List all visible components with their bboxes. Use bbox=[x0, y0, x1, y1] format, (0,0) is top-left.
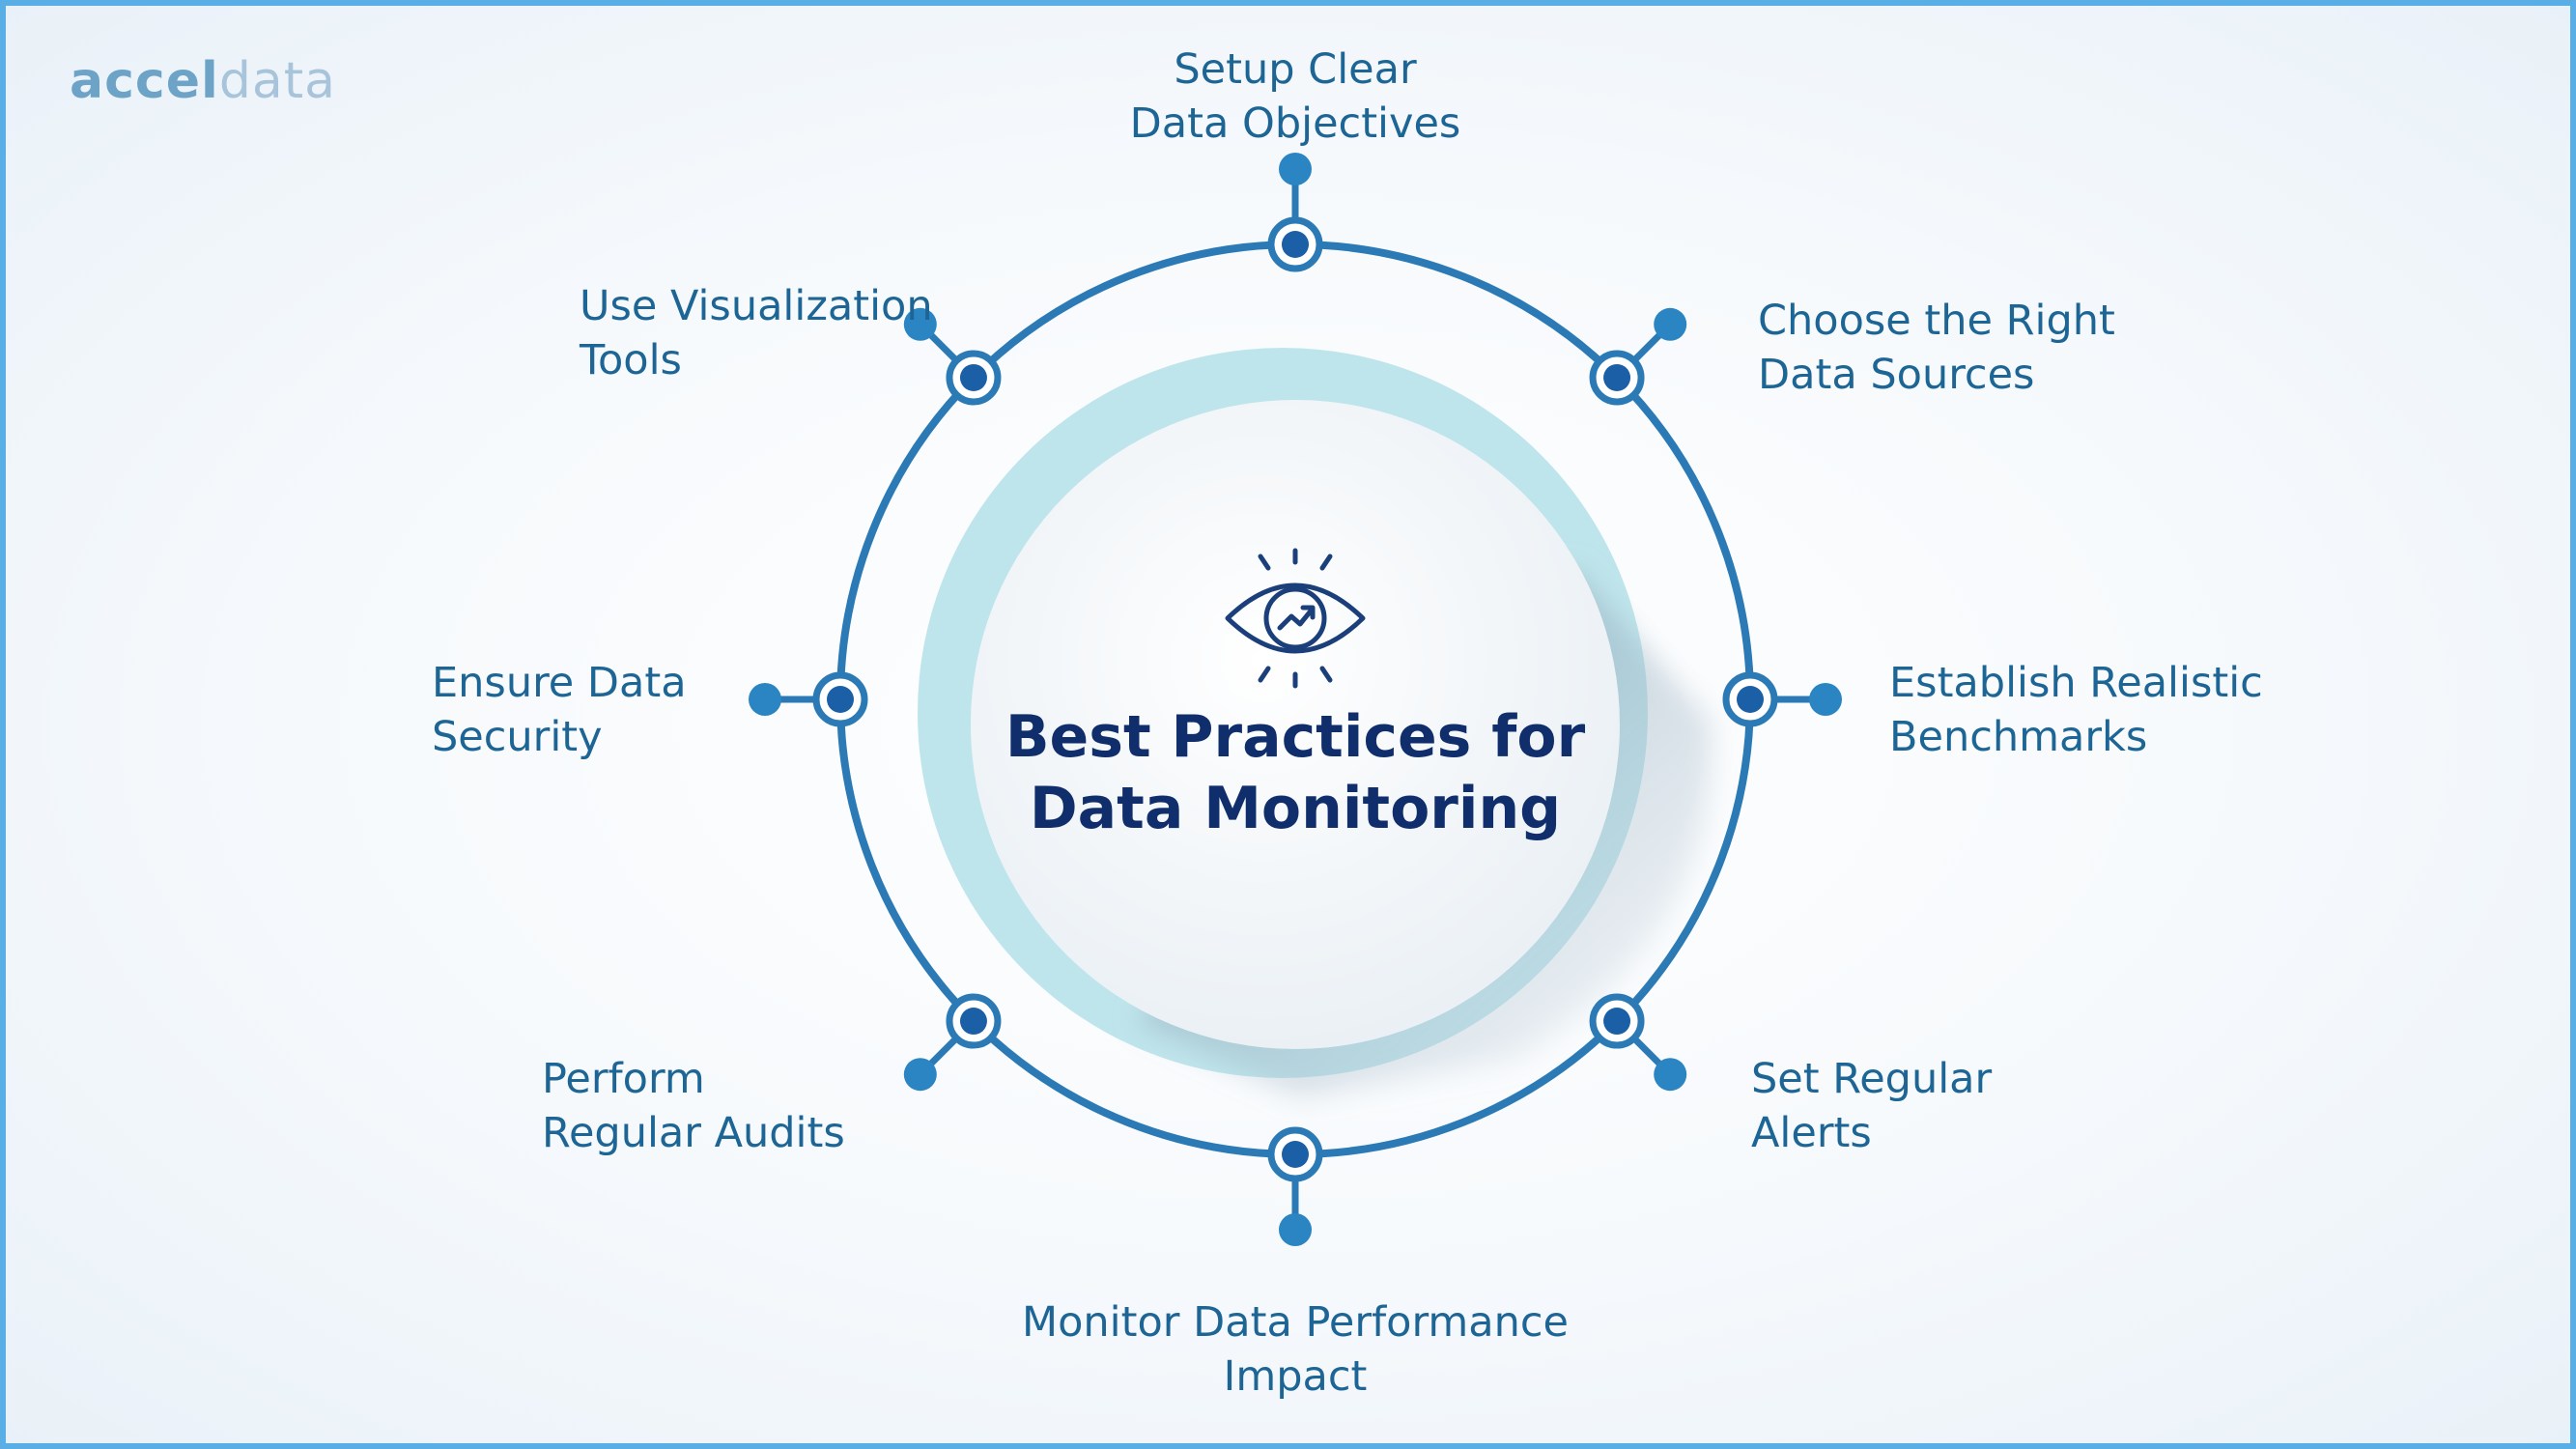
ring-node bbox=[903, 307, 1002, 406]
label-line: Set Regular bbox=[1751, 1055, 1993, 1103]
label-line: Establish Realistic bbox=[1889, 659, 2263, 707]
brand-logo-part2: data bbox=[218, 52, 336, 110]
ring-node bbox=[903, 993, 1002, 1092]
label-line: Data Sources bbox=[1758, 351, 2035, 399]
brand-logo: acceldata bbox=[70, 52, 336, 110]
label-line: Use Visualization bbox=[580, 282, 933, 330]
node-core bbox=[959, 363, 987, 391]
node-outer-dot bbox=[1654, 1058, 1687, 1092]
label-use-visualization-tools: Use Visualization Tools bbox=[580, 279, 933, 387]
node-core bbox=[1737, 686, 1764, 713]
label-establish-realistic-benchmarks: Establish Realistic Benchmarks bbox=[1889, 656, 2263, 764]
node-core bbox=[827, 686, 854, 713]
label-line: Choose the Right bbox=[1758, 297, 2115, 345]
ring-nodes-layer bbox=[749, 153, 1842, 1246]
node-core bbox=[959, 1008, 987, 1036]
node-outer-dot bbox=[1654, 307, 1687, 341]
node-outer-dot bbox=[749, 683, 781, 716]
label-line: Monitor Data Performance bbox=[1022, 1298, 1569, 1347]
eye-trend-icon bbox=[1225, 548, 1366, 689]
node-outer-dot bbox=[1809, 683, 1842, 716]
label-line: Perform bbox=[542, 1055, 705, 1103]
center-disc bbox=[971, 400, 1620, 1049]
label-setup-clear-data-objectives: Setup Clear Data Objectives bbox=[972, 43, 1619, 151]
label-line: Setup Clear bbox=[1174, 45, 1417, 94]
node-core bbox=[1282, 1141, 1309, 1168]
ring-node bbox=[1267, 153, 1323, 272]
ring-node bbox=[1589, 993, 1687, 1092]
node-outer-dot bbox=[1279, 1213, 1312, 1246]
brand-logo-part1: accel bbox=[70, 52, 219, 110]
node-core bbox=[1603, 1008, 1631, 1036]
ring-node bbox=[1722, 671, 1842, 727]
label-choose-right-data-sources: Choose the Right Data Sources bbox=[1758, 294, 2115, 402]
label-line: Regular Audits bbox=[542, 1109, 845, 1157]
ring-node bbox=[1267, 1126, 1323, 1246]
practices-cycle-diagram bbox=[749, 153, 1842, 1246]
center-title: Best Practices for Data Monitoring bbox=[972, 701, 1619, 844]
label-line: Alerts bbox=[1751, 1109, 1872, 1157]
label-set-regular-alerts: Set Regular Alerts bbox=[1751, 1052, 1992, 1160]
label-line: Data Objectives bbox=[1129, 99, 1461, 148]
center-title-line2: Data Monitoring bbox=[1029, 775, 1562, 842]
node-core bbox=[1282, 231, 1309, 258]
node-core bbox=[1603, 363, 1631, 391]
center-title-line1: Best Practices for bbox=[1005, 703, 1586, 771]
label-perform-regular-audits: Perform Regular Audits bbox=[542, 1052, 845, 1160]
node-outer-dot bbox=[903, 1058, 937, 1092]
ring-node bbox=[749, 671, 868, 727]
label-monitor-data-performance-impact: Monitor Data Performance Impact bbox=[909, 1295, 1682, 1404]
label-ensure-data-security: Ensure Data Security bbox=[432, 656, 687, 764]
node-outer-dot bbox=[1279, 153, 1312, 185]
label-line: Tools bbox=[580, 336, 682, 384]
label-line: Security bbox=[432, 713, 603, 761]
label-line: Ensure Data bbox=[432, 659, 687, 707]
node-outer-dot bbox=[903, 307, 937, 341]
ring-node bbox=[1589, 307, 1687, 406]
label-line: Impact bbox=[1223, 1352, 1368, 1401]
label-line: Benchmarks bbox=[1889, 713, 2148, 761]
